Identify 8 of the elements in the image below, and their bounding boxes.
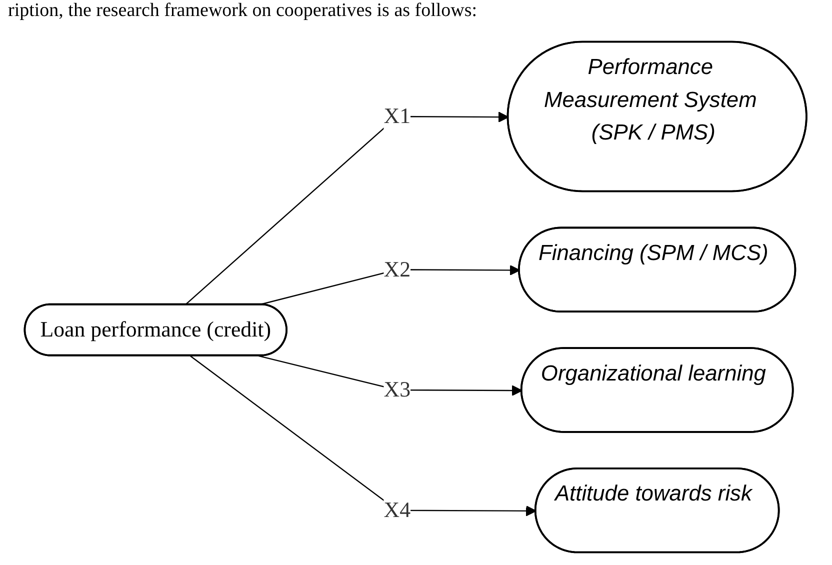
arrow [185, 112, 510, 306]
arrow [258, 355, 523, 396]
edge-label: X3 [384, 377, 411, 402]
arrow [190, 355, 537, 516]
edge-label: X4 [384, 498, 411, 522]
intro-text: ription, the research framework on cooperatives is as follows: [8, 0, 478, 22]
edge-label: X2 [384, 256, 411, 282]
edge-label: X1 [384, 104, 411, 128]
